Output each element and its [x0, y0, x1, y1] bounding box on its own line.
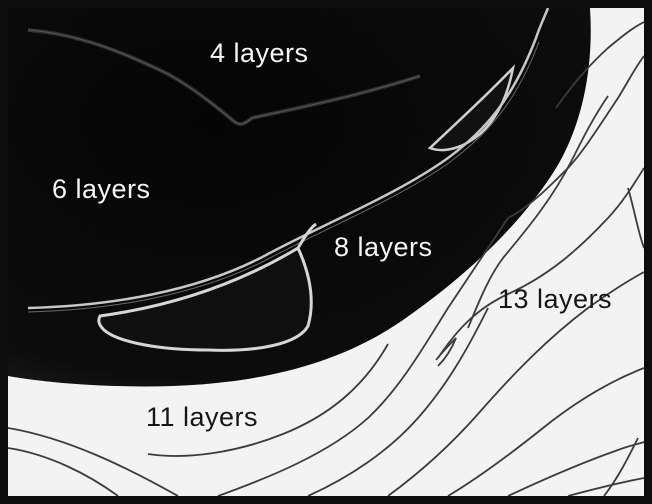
label-11-layers: 11 layers: [146, 404, 258, 431]
label-6-layers: 6 layers: [52, 176, 151, 203]
label-13-layers: 13 layers: [498, 286, 612, 313]
label-4-layers: 4 layers: [210, 40, 309, 67]
micrograph: 4 layers 6 layers 8 layers 11 layers 13 …: [8, 8, 644, 496]
label-8-layers: 8 layers: [334, 234, 433, 261]
layer-contour-map: [8, 8, 644, 496]
